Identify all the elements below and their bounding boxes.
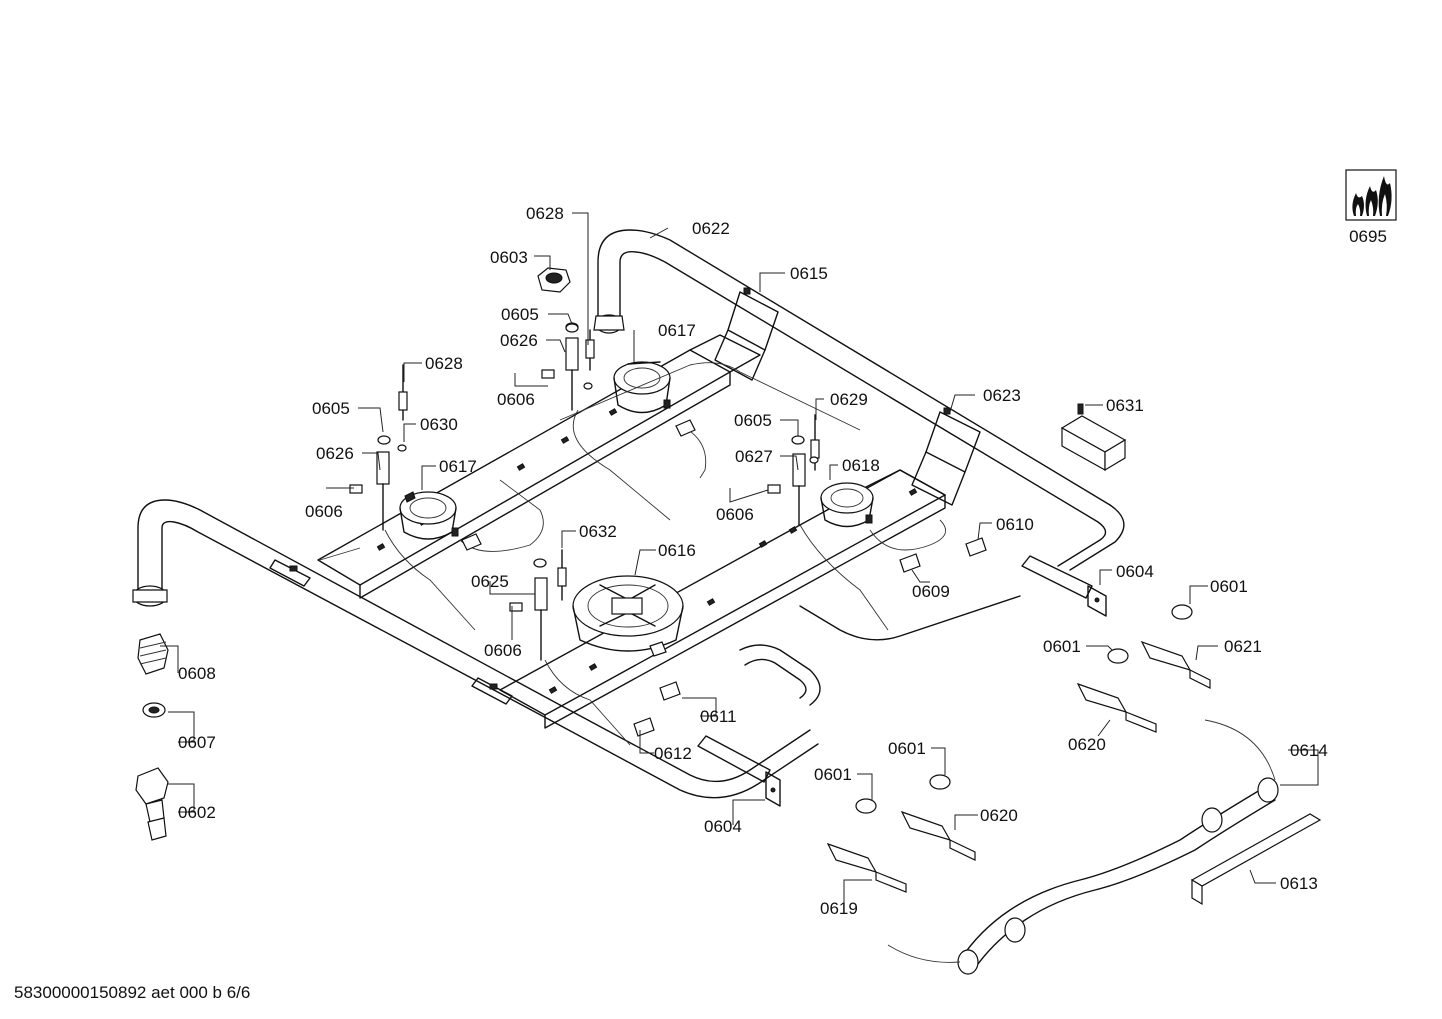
burner-cup-0618 <box>820 482 874 528</box>
part-label: 0628 <box>425 354 463 373</box>
part-label: 0601 <box>888 739 926 758</box>
part-label: 0627 <box>735 447 773 466</box>
part-label: 0612 <box>654 744 692 763</box>
burner-nozzles <box>461 419 987 737</box>
thermocouple-set-rear <box>541 322 595 411</box>
burner-cup-0617-rear <box>613 361 671 414</box>
part-label: 0606 <box>305 502 343 521</box>
part-label: 0626 <box>500 331 538 350</box>
gas-pipe-lower <box>132 499 821 799</box>
part-label: 0616 <box>658 541 696 560</box>
pipe-clamp-left <box>269 559 513 705</box>
part-label: 0620 <box>980 806 1018 825</box>
pipe-bracket-0623 <box>911 407 981 506</box>
part-label: 0619 <box>820 899 858 918</box>
document-code: 58300000150892 aet 000 b 6/6 <box>14 983 250 1002</box>
part-labels: 0628 0622 0603 0615 0605 0617 0626 0628 … <box>178 204 1328 918</box>
part-label: 0623 <box>983 386 1021 405</box>
part-label: 0609 <box>912 582 950 601</box>
part-label: 0621 <box>1224 637 1262 656</box>
pipe-fitting-0608 <box>137 633 169 675</box>
part-label: 0607 <box>178 733 216 752</box>
part-label: 0625 <box>471 572 509 591</box>
part-label: 0631 <box>1106 396 1144 415</box>
part-label: 0626 <box>316 444 354 463</box>
part-label: 0605 <box>501 305 539 324</box>
flame-icon <box>1352 176 1392 216</box>
part-label: 0614 <box>1290 741 1328 760</box>
leader-lines <box>160 212 1319 907</box>
part-label: 0606 <box>716 505 754 524</box>
part-label: 0617 <box>439 457 477 476</box>
ignition-switch-strip-0614 <box>887 719 1279 975</box>
hose-fitting-0602 <box>135 767 169 841</box>
part-label: 0603 <box>490 248 528 267</box>
part-label: 0605 <box>734 411 772 430</box>
cover-strip-0613 <box>1190 813 1322 906</box>
gas-type-label: 0695 <box>1349 227 1387 246</box>
part-label: 0615 <box>790 264 828 283</box>
burner-cup-0617-left <box>399 491 459 540</box>
part-label: 0604 <box>704 817 742 836</box>
part-label: 0632 <box>579 522 617 541</box>
part-label: 0604 <box>1116 562 1154 581</box>
thermocouple-set-front <box>509 549 567 661</box>
part-label: 0611 <box>700 707 737 726</box>
part-label: 0630 <box>420 415 458 434</box>
part-label: 0608 <box>178 664 216 683</box>
part-label: 0605 <box>312 399 350 418</box>
gas-valves <box>826 604 1211 893</box>
part-label: 0629 <box>830 390 868 409</box>
bracket-0604-left <box>697 735 781 807</box>
part-label: 0613 <box>1280 874 1318 893</box>
ignition-wiring <box>319 362 947 746</box>
part-label: 0617 <box>658 321 696 340</box>
part-label: 0628 <box>526 204 564 223</box>
part-label: 0618 <box>842 456 880 475</box>
part-label: 0606 <box>484 641 522 660</box>
part-label: 0601 <box>1043 637 1081 656</box>
burner-cup-0616-large <box>572 575 684 657</box>
part-label: 0610 <box>996 515 1034 534</box>
pipe-bracket-0615 <box>714 287 779 381</box>
part-label: 0622 <box>692 219 730 238</box>
part-label: 0601 <box>1210 577 1248 596</box>
part-label: 0620 <box>1068 735 1106 754</box>
part-label: 0601 <box>814 765 852 784</box>
thermocouple-set-left <box>349 364 408 531</box>
washer-0605-a <box>565 323 579 333</box>
gas-type-icon-box <box>1345 169 1397 221</box>
nut-0603 <box>537 267 571 293</box>
part-label: 0602 <box>178 803 216 822</box>
gas-pipe-upper <box>593 229 1125 641</box>
relay-box-0631 <box>1060 403 1127 472</box>
washer-0607 <box>142 702 166 718</box>
part-label: 0606 <box>497 390 535 409</box>
thermocouple-set-right <box>767 414 820 526</box>
bracket-0604-right <box>1021 555 1107 617</box>
